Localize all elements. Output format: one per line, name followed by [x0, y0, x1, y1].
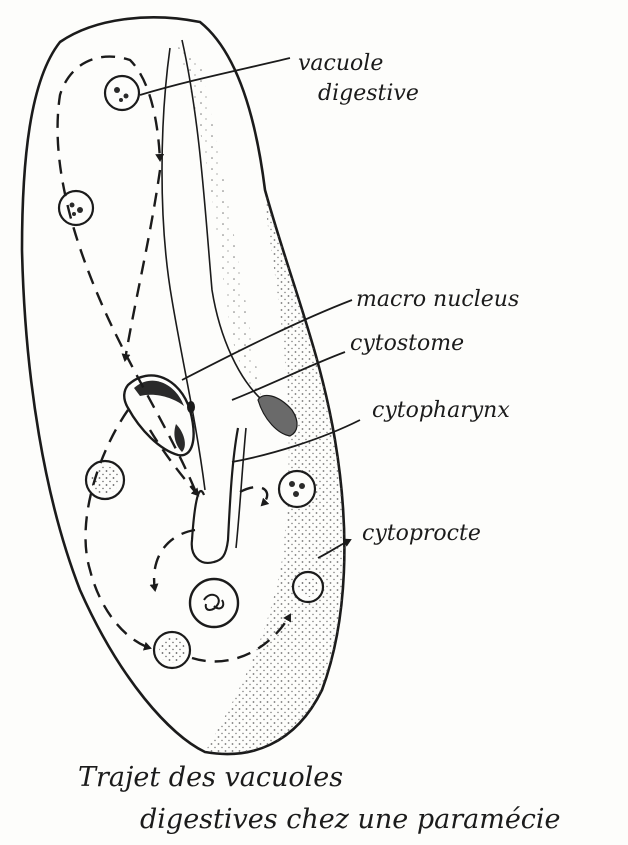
food-vacuole [190, 579, 238, 627]
label-vacuole-line1: vacuole [298, 51, 383, 76]
caption-line1: Trajet des vacuoles [78, 762, 343, 793]
label-cytostome: cytostome [350, 331, 464, 356]
food-vacuole [105, 76, 139, 110]
food-vacuole [86, 461, 124, 499]
label-cytoprocte: cytoprocte [362, 521, 481, 546]
food-vacuole [293, 572, 323, 602]
micronucleus [187, 401, 195, 413]
food-vacuole [59, 191, 93, 225]
label-macronucleus: macro nucleus [356, 287, 519, 312]
label-cytopharynx: cytopharynx [372, 398, 510, 423]
food-vacuole [279, 471, 315, 507]
food-vacuole [154, 632, 190, 668]
label-vacuole-line2: digestive [318, 81, 419, 106]
caption-line2: digestives chez une paramécie [140, 804, 561, 835]
